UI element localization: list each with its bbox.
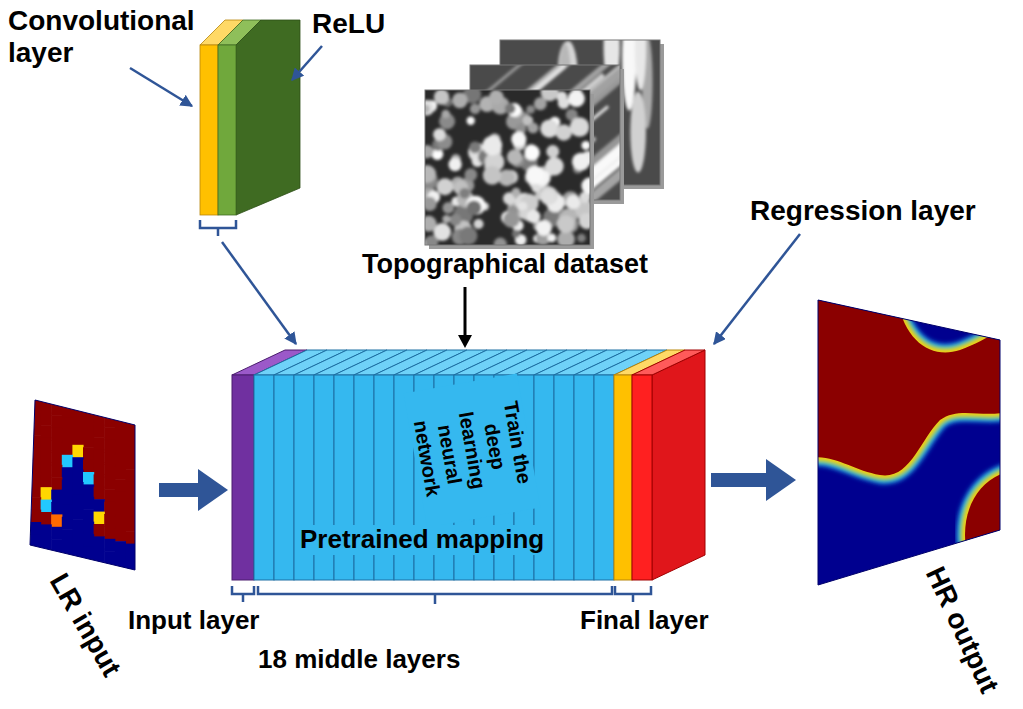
- arrowhead: [458, 335, 472, 348]
- flow-arrow: [159, 469, 228, 511]
- conv-relu-slab: [200, 20, 300, 215]
- annotation-label: Final layer: [580, 606, 709, 636]
- node-label: Pretrained mapping: [297, 525, 547, 555]
- node-label: HR output: [914, 551, 1011, 709]
- leader-lines: [130, 46, 800, 344]
- high-res-output-image: HR output: [800, 285, 1015, 705]
- node-label: Train the deep learning neural network: [404, 373, 541, 527]
- dataset-image-stack-art: [340, 30, 670, 285]
- connector-line: [464, 287, 467, 337]
- layer-brackets: [232, 586, 651, 604]
- network-block: Train the deep learning neural networkPr…: [232, 350, 707, 585]
- training-arrow: [458, 287, 472, 348]
- connector-line: [711, 473, 768, 487]
- arrowhead: [766, 459, 796, 501]
- annotation-label: 18 middle layers: [258, 645, 460, 675]
- annotation-label: ReLU: [312, 8, 385, 40]
- node-label: LR input: [36, 556, 134, 693]
- connector-line: [159, 483, 200, 497]
- annotation-label: Convolutional layer: [8, 5, 223, 69]
- arrowhead: [198, 469, 228, 511]
- dataset-image-stack: Topographical dataset: [340, 30, 670, 285]
- annotation-label: Regression layer: [750, 195, 976, 227]
- low-res-input-image: LR input: [15, 390, 155, 690]
- annotation-label: Input layer: [128, 606, 259, 636]
- flow-arrow: [711, 459, 796, 501]
- node-label: Topographical dataset: [362, 249, 648, 280]
